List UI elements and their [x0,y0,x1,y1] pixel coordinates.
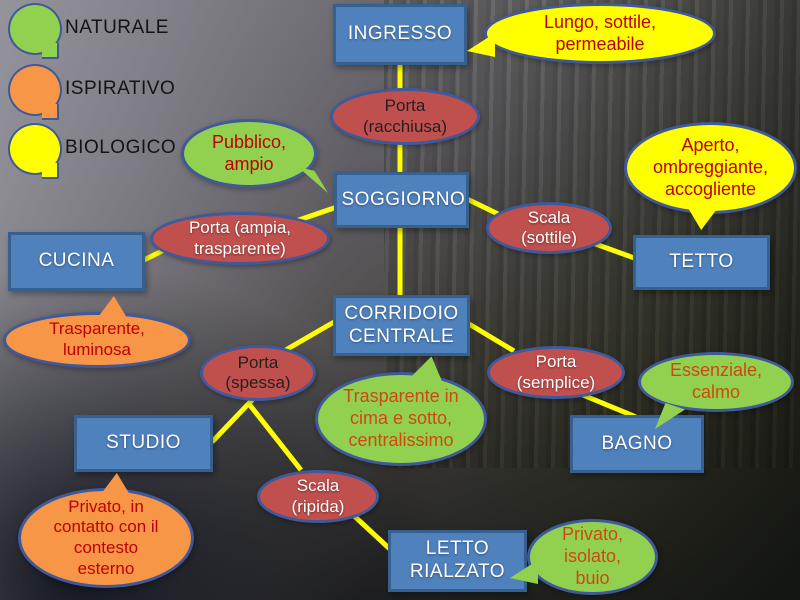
room-soggiorno: SOGGIORNO [334,172,469,228]
room-tetto: TETTO [633,235,770,290]
room-label: STUDIO [106,432,181,454]
biologico-bubble-tail-icon [42,163,59,179]
edge-scala-ripida-letto [349,511,394,553]
room-label: CORRIDOIO CENTRALE [344,302,459,347]
room-label: INGRESSO [347,23,453,45]
door-porta-ampia-trasparente: Porta (ampia, trasparente) [150,212,330,265]
door-label: Porta (ampia, trasparente) [188,218,292,258]
door-label: Porta (semplice) [516,352,596,392]
legend-item-biologico: BIOLOGICO [8,123,176,179]
note-bubble-cucina: Trasparente, luminosa [3,296,191,368]
stair-label: Scala (ripida) [291,476,345,516]
legend-item-ispirativo: ISPIRATIVO [8,64,175,120]
room-label: CUCINA [38,250,115,272]
room-label: BAGNO [601,432,673,454]
note-text: Pubblico, ampio [211,131,287,174]
door-porta-racchiusa: Porta (racchiusa) [330,88,480,145]
door-porta-semplice: Porta (semplice) [487,346,625,399]
edge-scala-sottile-tetto [589,239,638,262]
legend-label-ispirativo: ISPIRATIVO [65,78,176,99]
note-bubble-corridoio: Trasparente in cima e sotto, centralissi… [315,372,487,466]
note-text: Privato, in contatto con il contesto est… [53,496,159,578]
room-studio: STUDIO [74,415,213,472]
stair-scala-ripida: Scala (ripida) [257,470,379,523]
note-text: Lungo, sottile, permeabile [543,11,657,54]
room-label: SOGGIORNO [341,188,466,210]
naturale-bubble-tail-icon [42,43,59,59]
door-label: Porta (spessa) [225,352,291,392]
ispirativo-bubble-tail-icon [42,104,59,120]
note-text: Aperto, ombreggiante, accogliente [652,135,769,199]
edge-porta-spessa-scala-ripida [247,402,303,472]
legend-item-naturale: NATURALE [8,3,168,59]
edge-porta-semplice-bagno [577,390,637,420]
note-bubble-tetto: Aperto, ombreggiante, accogliente [624,122,797,230]
ispirativo-bubble-icon [8,64,62,116]
room-label: LETTO RIALZATO [409,538,506,582]
room-cucina: CUCINA [8,232,145,291]
edge-soggiorno-scala-sottile [465,196,500,217]
note-text: Essenziale, calmo [669,360,763,402]
note-text: Privato, isolato, buio [561,524,624,588]
room-ingresso: INGRESSO [333,4,467,65]
note-bubble-studio: Privato, in contatto con il contesto est… [18,473,194,588]
door-label: Porta (racchiusa) [362,96,448,136]
edge-corridoio-porta-semplice [467,321,516,354]
door-porta-spessa: Porta (spessa) [200,345,316,401]
note-text: Trasparente in cima e sotto, centralissi… [343,386,459,450]
note-bubble-ingresso: Lungo, sottile, permeabile [467,3,716,64]
edge-porta-spessa-studio [210,396,256,444]
room-corridoio-centrale: CORRIDOIO CENTRALE [333,295,470,356]
stair-label: Scala (sottile) [521,207,577,247]
legend-label-naturale: NATURALE [65,17,169,38]
note-bubble-letto: Privato, isolato, buio [510,519,658,595]
room-bagno: BAGNO [570,415,704,473]
edge-corridoio-porta-spessa [282,319,336,354]
stair-scala-sottile: Scala (sottile) [486,202,612,254]
note-bubble-bagno: Essenziale, calmo [638,352,794,429]
note-text: Trasparente, luminosa [49,319,145,359]
legend-label-biologico: BIOLOGICO [65,137,177,158]
room-label: TETTO [669,251,734,273]
room-letto-rialzato: LETTO RIALZATO [388,530,527,592]
note-bubble-soggiorno: Pubblico, ampio [181,119,328,193]
